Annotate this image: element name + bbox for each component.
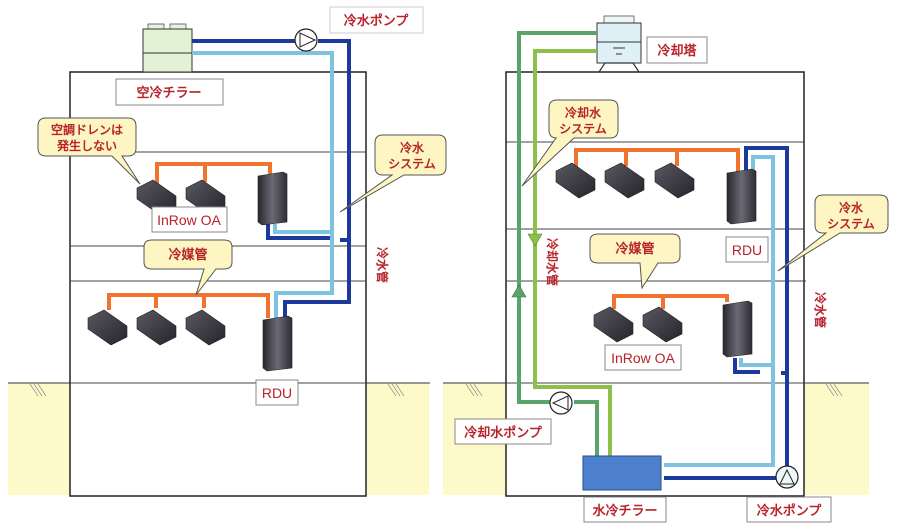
right-inrow-label-box: InRow OA (604, 344, 682, 371)
rdu-rack-icon (257, 171, 288, 226)
rdu-rack-icon (262, 315, 293, 372)
callout-drain-line2: 発生しない (56, 138, 117, 153)
inrow-label: InRow OA (611, 350, 675, 366)
left-refrigerant-pipes (107, 162, 272, 318)
chilled-pump-label: 冷水ポンプ (757, 503, 823, 519)
ground-right-system (443, 382, 869, 495)
callout-chilled-system-line1: 冷水 (839, 200, 864, 215)
inrow-label-box: InRow OA (151, 206, 228, 233)
inrow-unit-icon (642, 306, 683, 343)
cooling-tower (596, 15, 642, 73)
left-inrow-units (87, 179, 226, 346)
rdu-label-box: RDU (255, 379, 299, 406)
rdu-label: RDU (262, 385, 292, 401)
right-chilled-water-pipes (664, 146, 789, 480)
right-refrigerant-pipes (574, 148, 740, 309)
water-cooled-chiller (582, 455, 662, 491)
callout-chilled-system-line2: システム (388, 157, 436, 171)
callout-condenser-line2: システム (559, 122, 607, 136)
air-chiller-label-box: 空冷チラー (115, 78, 224, 106)
inrow-unit-icon (87, 309, 128, 346)
chilled-water-pump-icon (294, 28, 318, 52)
right-inrow-units (555, 162, 695, 343)
callout-drain: 空調ドレンは 発生しない (37, 117, 141, 185)
chilled-pipe-vertical-label: 冷水管 (813, 292, 828, 328)
condenser-water-pipes (517, 31, 612, 456)
callout-chilled-system-right: 冷水 システム (777, 194, 889, 272)
inrow-unit-icon (593, 306, 634, 343)
callout-refrigerant-left: 冷媒管 (143, 239, 233, 296)
callout-chilled-system-left: 冷水 システム (339, 134, 447, 213)
condenser-pump-label-box: 冷却水ポンプ (454, 418, 552, 445)
rdu-rack-icon (722, 300, 753, 358)
inrow-unit-icon (555, 162, 596, 199)
inrow-unit-icon (136, 309, 177, 346)
callout-refrigerant-text: 冷媒管 (168, 247, 207, 263)
chilled-pump-label: 冷水ポンプ (344, 13, 410, 29)
condenser-flow-arrows (511, 233, 543, 298)
chilled-pipe-vertical-label: 冷水管 (375, 247, 390, 283)
cooling-tower-label-box: 冷却塔 (646, 36, 708, 64)
air-cooled-chiller (142, 23, 193, 73)
callout-refrigerant-right: 冷媒管 (589, 233, 681, 290)
inrow-unit-icon (185, 309, 226, 346)
callout-condenser-line1: 冷却水 (565, 105, 602, 120)
left-chilled-pump-label-box: 冷水ポンプ (329, 6, 424, 34)
callout-refrigerant-text: 冷媒管 (615, 241, 654, 257)
water-chiller-label-box: 水冷チラー (583, 496, 667, 523)
callout-chilled-system-line1: 冷水 (400, 140, 425, 155)
condenser-pump-label: 冷却水ポンプ (464, 425, 543, 441)
inrow-unit-icon (604, 162, 645, 199)
rdu-label: RDU (732, 242, 762, 258)
air-chiller-label: 空冷チラー (136, 85, 201, 101)
rdu-rack-icon (726, 168, 757, 225)
chilled-water-pump-icon (775, 465, 799, 489)
right-chilled-pump-label-box: 冷水ポンプ (746, 496, 832, 523)
callout-condenser-system: 冷却水 システム (521, 99, 619, 187)
inrow-label: InRow OA (157, 212, 221, 228)
right-rdu-label-box: RDU (725, 236, 769, 263)
condenser-water-pump-icon (549, 391, 573, 415)
callout-drain-line1: 空調ドレンは (51, 122, 123, 137)
inrow-unit-icon (654, 162, 695, 199)
callout-chilled-system-line2: システム (827, 217, 875, 231)
water-chiller-label: 水冷チラー (592, 503, 657, 519)
cooling-tower-label: 冷却塔 (657, 43, 697, 59)
ground-left-system (8, 382, 430, 495)
left-chilled-water-pipes (192, 39, 351, 318)
condenser-pipe-vertical-label: 冷却水管 (545, 238, 560, 286)
